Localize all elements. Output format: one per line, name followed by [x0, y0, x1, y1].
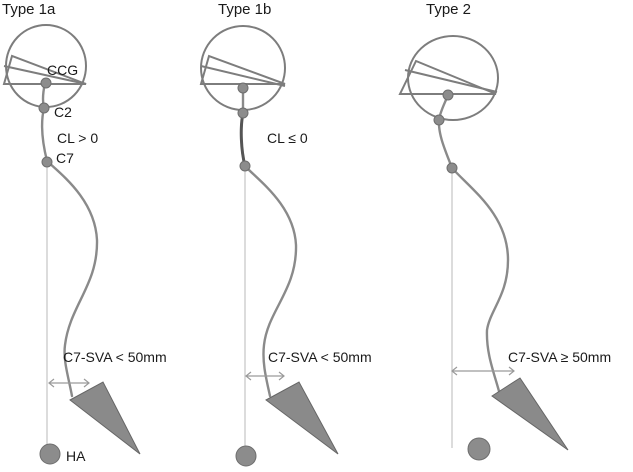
hip-axis-point — [39, 443, 61, 465]
sva-label: C7-SVA ≥ 50mm — [508, 349, 611, 365]
ha-label: HA — [66, 448, 86, 464]
c7-point — [446, 162, 458, 174]
gaze-line — [404, 69, 498, 93]
c7-label: C7 — [56, 150, 74, 166]
sva-arrowheads — [245, 371, 285, 381]
hip-axis-point — [467, 437, 491, 461]
pelvis-triangle — [69, 381, 141, 455]
pelvis-triangle — [491, 377, 569, 451]
sva-label: C7-SVA < 50mm — [63, 349, 167, 365]
c2-label: C2 — [54, 104, 72, 120]
cervical-segment — [239, 111, 247, 168]
cervical-lordosis-label: CL ≤ 0 — [267, 130, 308, 146]
ccg-point — [442, 89, 454, 101]
sva-label: C7-SVA < 50mm — [268, 349, 372, 365]
c2-point — [433, 114, 445, 126]
sva-arrowheads — [48, 378, 90, 388]
head-outline — [407, 35, 499, 121]
panel-type-2: Type 2 C7-SVA ≥ 50mm — [398, 1, 611, 461]
c7-point — [239, 160, 251, 172]
panel-title: Type 1b — [218, 1, 271, 18]
ccg-label: CCG — [47, 62, 78, 78]
sva-arrowheads — [451, 366, 515, 376]
hip-axis-point — [235, 445, 257, 467]
spine-curve — [437, 93, 510, 397]
ccg-point — [237, 82, 249, 94]
panel-title: Type 1a — [2, 1, 56, 18]
panel-title: Type 2 — [426, 1, 471, 18]
ccg-point — [40, 77, 52, 89]
pelvis-triangle — [265, 381, 339, 455]
gaze-line — [200, 65, 286, 87]
panel-type-1a: Type 1a CCG C2 C7 HA CL > 0 C7-SVA < 50m… — [2, 1, 167, 465]
cervical-lordosis-label: CL > 0 — [57, 130, 98, 146]
gaze-line — [3, 65, 87, 85]
c2-point — [237, 107, 249, 119]
c2-point — [38, 102, 50, 114]
panel-type-1b: Type 1b CL ≤ 0 C7-SVA < 50mm — [199, 1, 372, 467]
c7-point — [41, 156, 53, 168]
